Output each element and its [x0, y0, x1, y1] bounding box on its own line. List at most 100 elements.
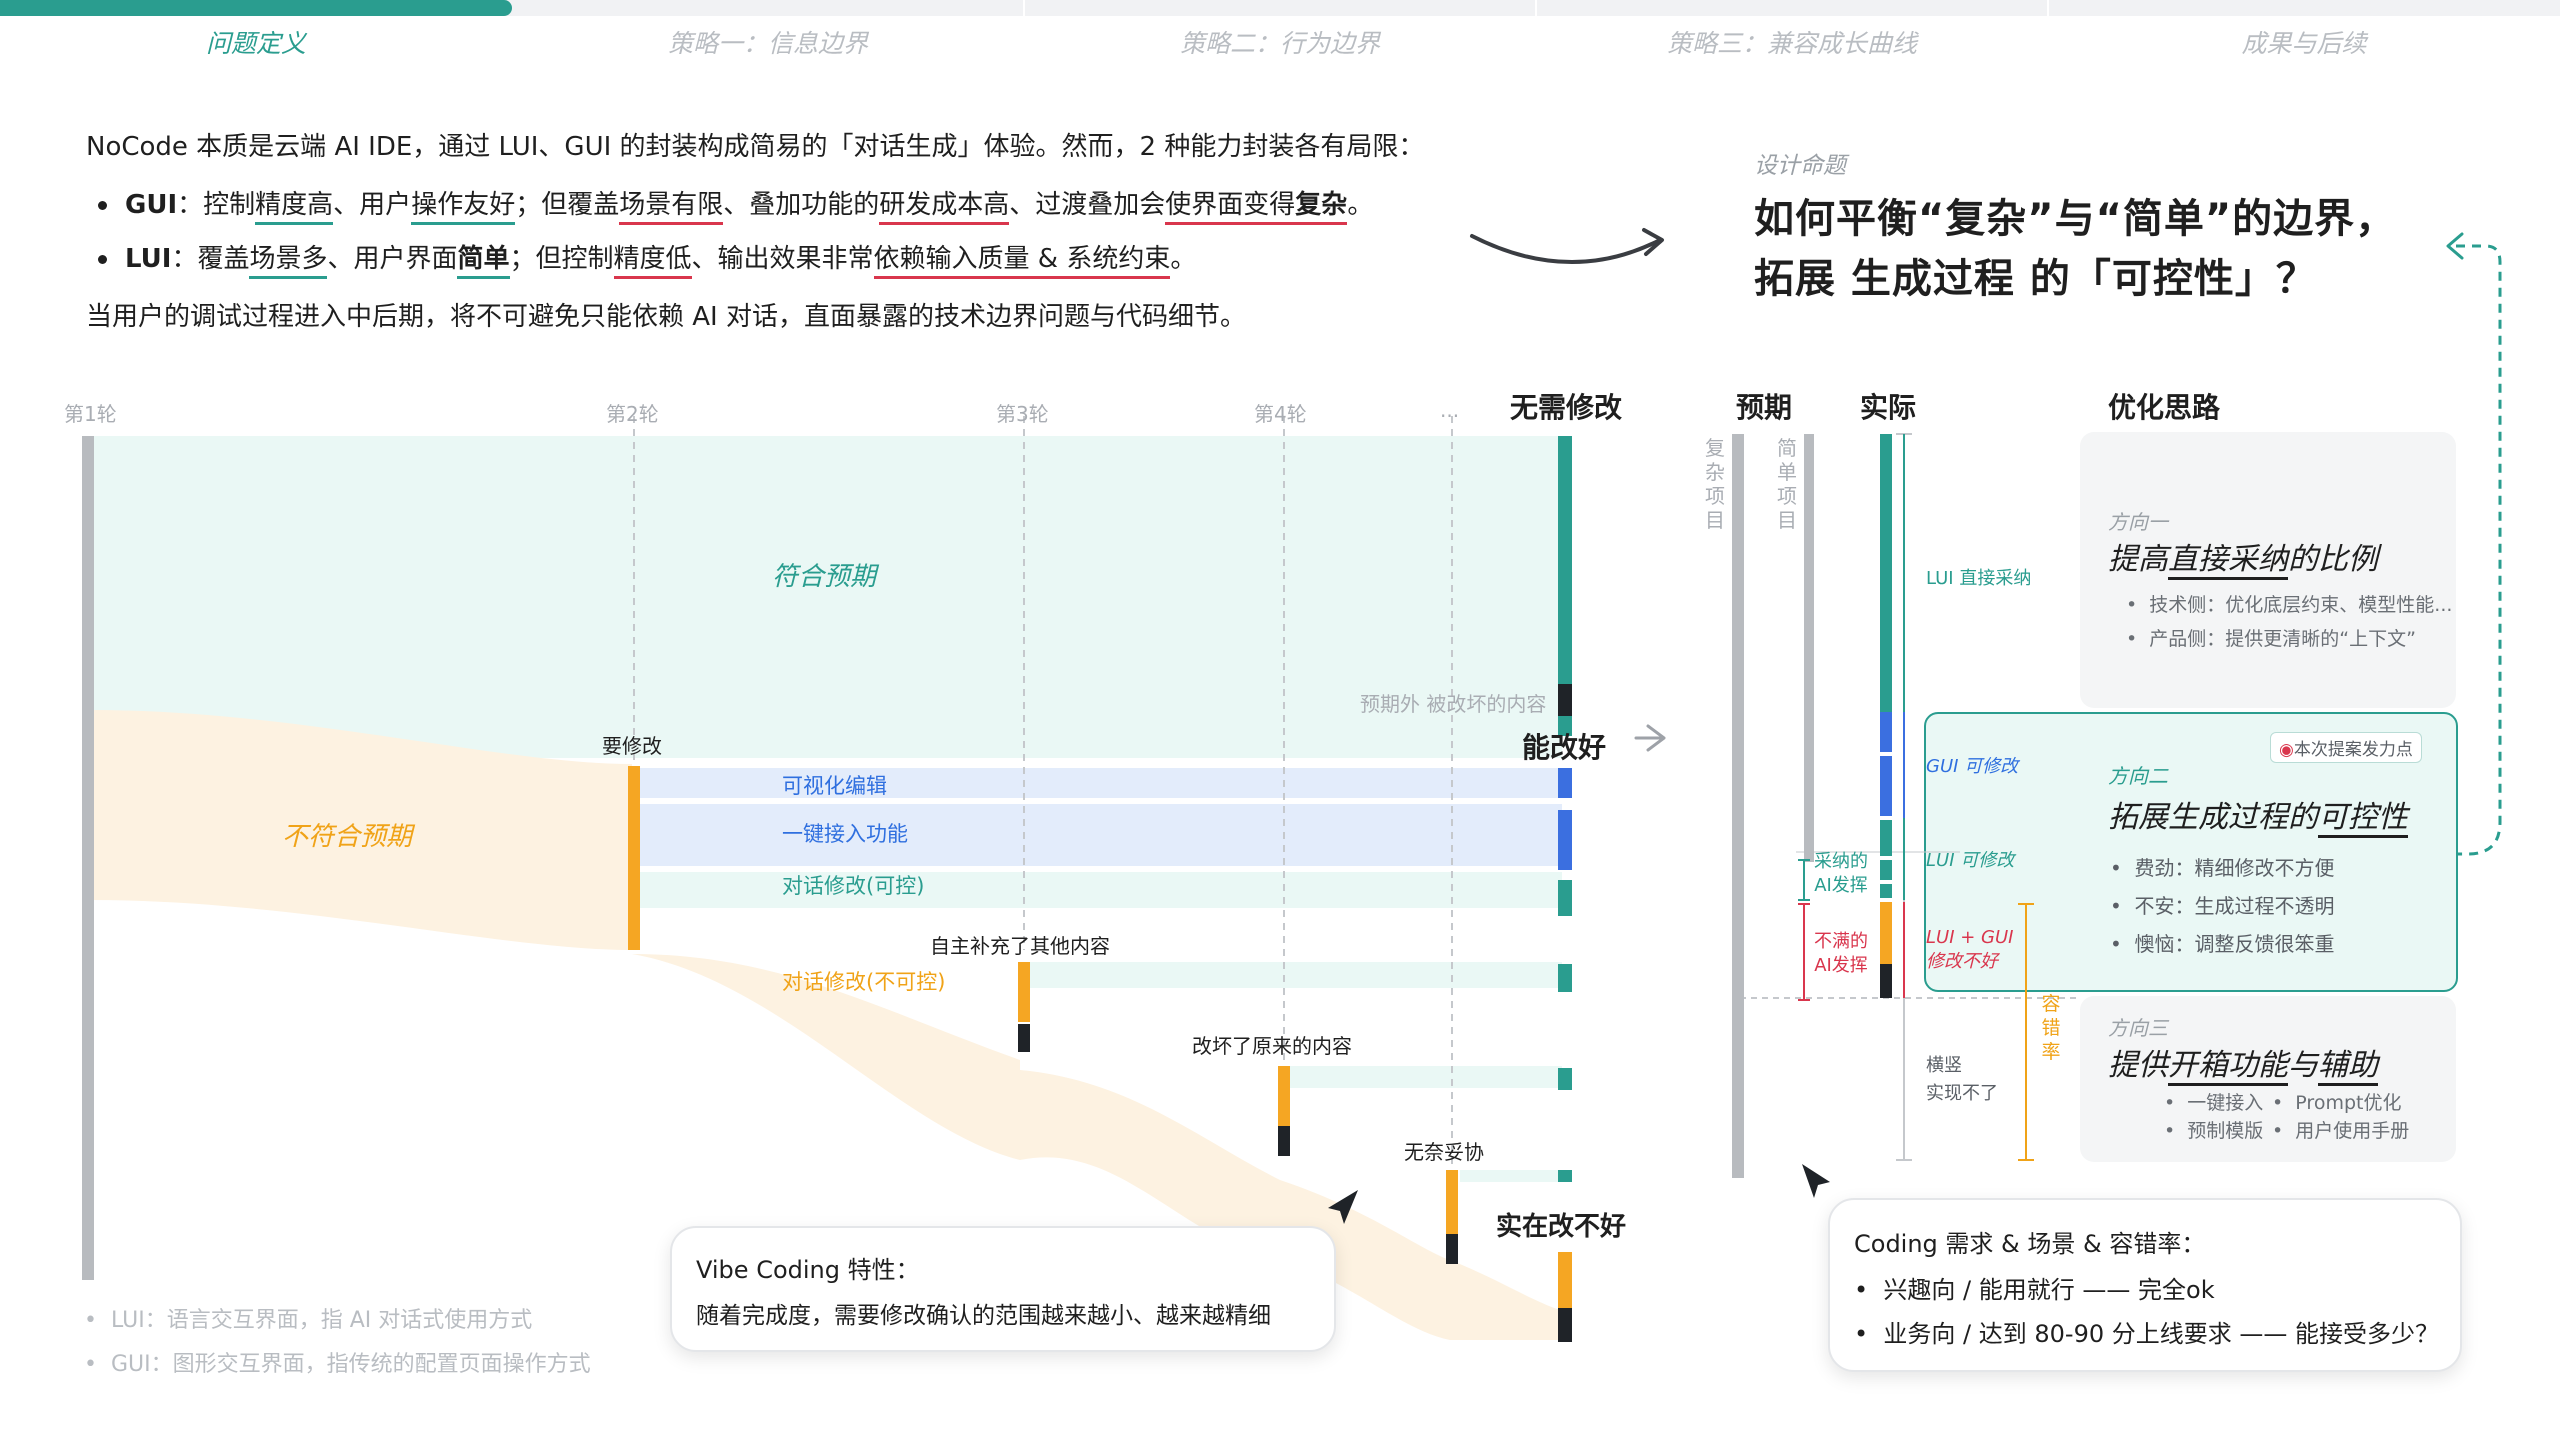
band-one-click [640, 804, 1562, 866]
proposition-line-2: 拓展 生成过程 的「可控性」？ [1754, 256, 2317, 302]
band-round3 [1030, 962, 1562, 988]
one-click-label: 一键接入功能 [782, 822, 908, 846]
band-round5 [1460, 1170, 1562, 1182]
actual-gui-edit-2 [1880, 756, 1892, 816]
dir1-item-1: • 技术侧：优化底层约束、模型性能... [2126, 594, 2453, 616]
vibe-title: Vibe Coding 特性： [696, 1256, 920, 1284]
gui-complex: 使界面变得复杂 [1165, 190, 1348, 225]
text: 业务向 / 达到 80-90 分上线要求 —— 能接受多少？ [1883, 1320, 2440, 1348]
cant-realize-label: 横竖实现不了 [1926, 1052, 1998, 1108]
dir3-item-1: • 一键接入 [2164, 1092, 2264, 1114]
bullet-dot: • [84, 1308, 111, 1333]
progress-track [0, 0, 2560, 16]
text: 一键接入 [2187, 1092, 2264, 1114]
text: 修改不好 [1926, 951, 1998, 972]
footnote-gui: • GUI：图形交互界面，指传统的配置页面操作方式 [84, 1346, 591, 1378]
text: ；但控制 [509, 244, 614, 274]
gui-term: GUI [125, 190, 178, 220]
text: 懊恼：调整反馈很笨重 [2134, 932, 2335, 956]
text: 复杂 [1295, 190, 1348, 220]
col-ideas: 优化思路 [2108, 391, 2221, 424]
meets-expectation-area [90, 436, 1562, 758]
round-3-broken [1018, 1024, 1030, 1052]
tab-strategy-3[interactable]: 策略三：兼容成长曲线 [1666, 29, 1917, 58]
chat-unctrl-label: 对话修改(不可控) [782, 970, 946, 994]
text: 、输出效果非常 [691, 244, 874, 274]
flow-diagram [82, 416, 1666, 1342]
tab-problem-definition[interactable]: 问题定义 [205, 29, 306, 58]
text: 。 [1170, 244, 1197, 274]
text: 与 [2288, 1048, 2318, 1083]
tab-separator [1535, 0, 1537, 16]
text: ：覆盖 [171, 244, 250, 274]
round-4-bar [1278, 1066, 1290, 1126]
col-actual: 实际 [1860, 391, 1917, 424]
dir1-title: 提高直接采纳的比例 [2108, 534, 2378, 580]
tab-results[interactable]: 成果与后续 [2241, 29, 2367, 58]
intro-line-1: NoCode 本质是云端 AI IDE，通过 LUI、GUI 的封装构成简易的「… [86, 132, 1425, 162]
coding-item-2: • 业务向 / 达到 80-90 分上线要求 —— 能接受多少？ [1854, 1320, 2440, 1348]
text: 开箱功能 [2168, 1048, 2288, 1086]
dir2-item-1: • 费劲：精细修改不方便 [2110, 856, 2335, 880]
text: 、叠加功能的 [723, 190, 880, 220]
text: 兴趣向 / 能用就行 —— 完全ok [1883, 1276, 2215, 1304]
text: 实现不了 [1926, 1083, 1998, 1104]
intro-line-4: 当用户的调试过程进入中后期，将不可避免只能依赖 AI 对话，直面暴露的技术边界问… [86, 302, 1246, 332]
progress-fill [0, 0, 512, 16]
text: ；但覆盖 [515, 190, 620, 220]
bullet-dot [98, 201, 107, 210]
round-1-bar [82, 436, 94, 1280]
text: 本次提案发力点 [2293, 740, 2413, 760]
actual-broken [1880, 964, 1892, 998]
direction-3-card [2080, 996, 2456, 1162]
expectation-structure [1732, 433, 2080, 1178]
final-cant-fix-broken [1558, 1308, 1572, 1342]
no-edit-label: 无需修改 [1510, 391, 1623, 424]
auto-added-label: 自主补充了其他内容 [930, 934, 1110, 958]
coding-title: Coding 需求 & 场景 & 容错率： [1854, 1230, 2206, 1258]
tab-strategy-1[interactable]: 策略一：信息边界 [667, 29, 868, 58]
tab-separator [1023, 0, 1025, 16]
final-no-edit-bar [1558, 436, 1572, 736]
dir2-item-2: • 不安：生成过程不透明 [2110, 894, 2335, 918]
col-expect: 预期 [1736, 391, 1793, 424]
vibe-coding-box: Vibe Coding 特性： 随着完成度，需要修改确认的范围越来越小、越来越精… [670, 1226, 1336, 1352]
dir3-item-3: • 预制模版 [2164, 1120, 2264, 1142]
final-chat-ctrl-bar [1558, 880, 1572, 916]
dir2-item-3: • 懊恼：调整反馈很笨重 [2110, 932, 2335, 956]
text: LUI：语言交互界面，指 AI 对话式使用方式 [110, 1308, 533, 1333]
round-4-label: 第4轮 [1254, 402, 1307, 426]
arrow-right-icon [1634, 724, 1666, 752]
gui-limited: 场景有限 [619, 190, 724, 225]
chat-ctrl-label: 对话修改(可控) [782, 874, 925, 898]
round-3-label: 第3轮 [996, 402, 1049, 426]
cant-fix-label: 实在改不好 [1496, 1212, 1627, 1242]
text: 可控性 [2318, 800, 2408, 838]
round-5-broken [1446, 1234, 1458, 1264]
text: 提供 [2108, 1048, 2168, 1083]
text: 、用户 [333, 190, 412, 220]
bullet-dot: • [84, 1352, 111, 1377]
tab-strategy-2[interactable]: 策略二：行为边界 [1179, 29, 1380, 58]
round-4-broken [1278, 1126, 1290, 1156]
can-fix-label: 能改好 [1522, 731, 1607, 764]
bullet-dot [98, 255, 107, 264]
dir1-small: 方向一 [2108, 510, 2168, 534]
proposition-line-1: 如何平衡“复杂”与“简单”的边界， [1754, 196, 2397, 242]
text: 拓展生成过程的 [2108, 800, 2318, 835]
actual-gui-edit-1 [1880, 712, 1892, 752]
target-icon: ◉ [2279, 740, 2294, 760]
dir2-title: 拓展生成过程的可控性 [2108, 792, 2408, 838]
text: 不满的 [1814, 931, 1868, 952]
broke-orig-label: 改坏了原来的内容 [1192, 1034, 1352, 1058]
text: GUI：图形交互界面，指传统的配置页面操作方式 [110, 1352, 591, 1377]
simple-project-label: 简单项目 [1777, 436, 1797, 532]
complex-project-bar [1732, 434, 1744, 1178]
footnote-lui: • LUI：语言交互界面，指 AI 对话式使用方式 [84, 1302, 532, 1334]
text: 技术侧：优化底层约束、模型性能... [2149, 594, 2453, 616]
actual-lui-edit [1880, 820, 1892, 856]
cursor-icon [1328, 1190, 1358, 1224]
round-3-bar [1018, 962, 1030, 1022]
text: LUI + GUI [1926, 927, 2014, 948]
